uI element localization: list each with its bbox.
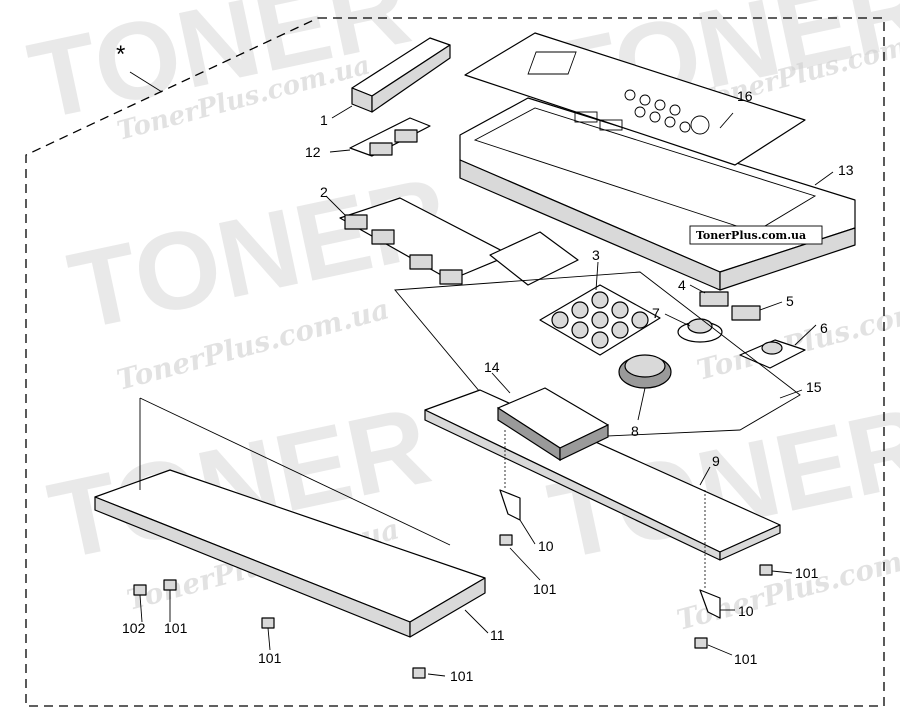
callout-101-f: 101: [795, 565, 819, 581]
screw-101-b: [261, 617, 275, 629]
panel-site-label: TonerPlus.com.ua: [696, 229, 806, 242]
bracket-10-a: [499, 489, 521, 521]
key-strip-12: [349, 117, 431, 157]
screw-102: [133, 584, 147, 596]
callout-101-e: 101: [734, 651, 758, 667]
callout-16: 16: [737, 88, 753, 104]
key-5: [731, 305, 761, 321]
callout-11: 11: [490, 627, 505, 643]
screw-101-f: [759, 564, 773, 576]
callout-labels: 1 2 3 4 5 6 7 8 9 10 10 11 12 13 14 15 1…: [122, 88, 854, 684]
callout-101-c: 101: [450, 668, 474, 684]
cover-1: [351, 37, 451, 113]
callout-3: 3: [592, 247, 600, 263]
assembly-boundary: [25, 17, 885, 707]
callout-14: 14: [484, 359, 500, 375]
callout-101-d: 101: [533, 581, 557, 597]
operation-panel-base-13: TonerPlus.com.ua: [459, 97, 856, 291]
asterisk-leader: [129, 71, 163, 93]
callout-10-a: 10: [538, 538, 554, 554]
callout-1: 1: [320, 112, 328, 128]
callout-13: 13: [838, 162, 854, 178]
callout-101-b: 101: [258, 650, 282, 666]
lower-case-11: [94, 397, 486, 638]
callout-8: 8: [631, 423, 639, 439]
screw-101-d: [499, 534, 513, 546]
callout-4: 4: [678, 277, 686, 293]
watermark-layer: TONER TONER TONER TONER TONER TonerPlus.…: [19, 0, 900, 637]
speaker-8: [618, 354, 672, 389]
key-4: [699, 291, 729, 307]
callout-102: 102: [122, 620, 146, 636]
key-strip-2: [339, 197, 579, 286]
watermark-big-2: TONER: [59, 154, 459, 354]
asterisk-mark: *: [116, 41, 125, 68]
keypad-rubber-3: [539, 284, 661, 356]
callout-7: 7: [652, 305, 660, 321]
screw-101-c: [412, 667, 426, 679]
callout-6: 6: [820, 320, 828, 336]
screw-101-a: [163, 579, 177, 591]
screw-101-e: [694, 637, 708, 649]
callout-101-a: 101: [164, 620, 188, 636]
callout-12: 12: [305, 144, 321, 160]
callout-9: 9: [712, 453, 720, 469]
bracket-10-b: [699, 589, 721, 619]
leader-lines: [139, 105, 834, 677]
callout-15: 15: [806, 379, 822, 395]
key-sheet-16: [464, 32, 806, 166]
callout-5: 5: [786, 293, 794, 309]
callout-10-b: 10: [738, 603, 754, 619]
callout-2: 2: [320, 184, 328, 200]
lcd-unit-14: [497, 387, 609, 462]
